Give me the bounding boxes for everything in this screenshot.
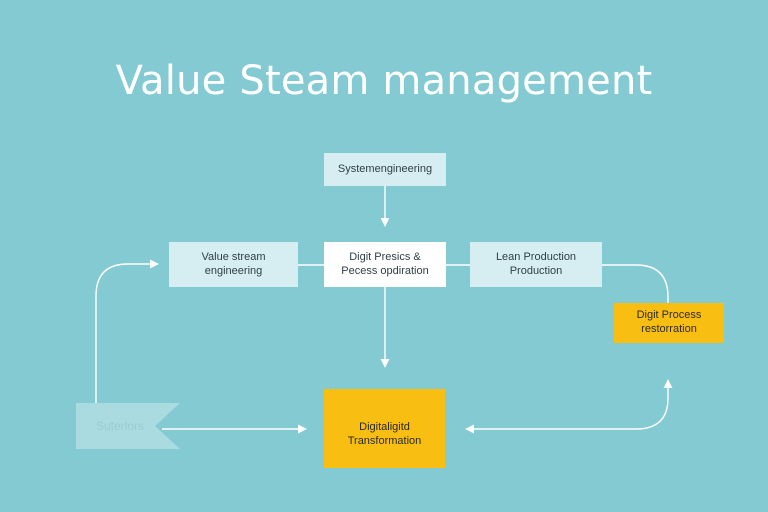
- node-digit-process: Digit Presics & Pecess opdiration: [324, 242, 446, 287]
- arrow-restoration-loop: [465, 379, 673, 434]
- node-digital-transformation: Digitaligitd Transformation: [324, 389, 445, 468]
- node-lean-production: Lean Production Production: [470, 242, 602, 287]
- node-value-stream-engineering: Value stream engineering: [169, 242, 298, 287]
- arrow-loop-to-vse: [95, 259, 159, 403]
- node-label: Digitaligitd Transformation: [347, 420, 422, 447]
- node-system-engineering: Systemengineering: [324, 153, 446, 186]
- node-label: Digit Presics & Pecess opdiration: [341, 250, 429, 277]
- node-label: Value stream engineering: [201, 250, 266, 277]
- node-label: Lean Production Production: [495, 250, 577, 277]
- node-label: Systemengineering: [337, 162, 433, 175]
- line-lean-to-restoration: [602, 264, 669, 303]
- node-label: Suterlors: [96, 418, 145, 433]
- node-digit-process-restoration: Digit Process restorration: [614, 303, 724, 343]
- diagram-title: Value Steam management: [115, 58, 653, 104]
- node-label: Digit Process restorration: [636, 309, 702, 335]
